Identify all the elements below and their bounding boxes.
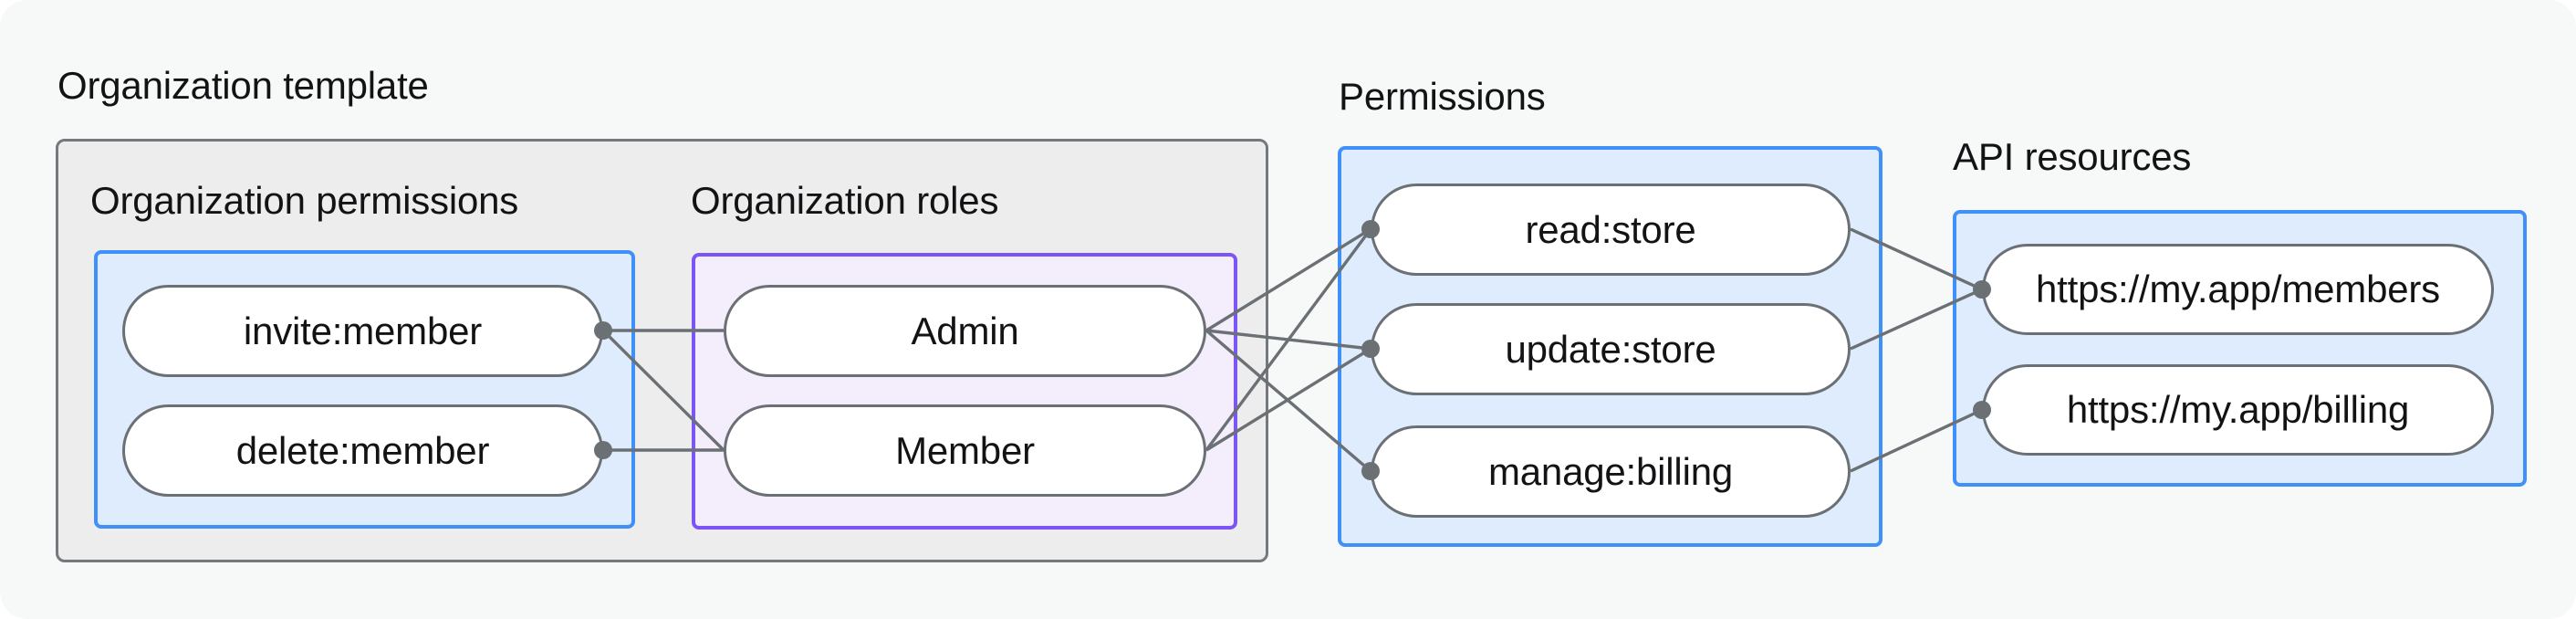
node-read-store: read:store: [1371, 184, 1851, 276]
organization-roles-title: Organization roles: [691, 179, 999, 222]
organization-permissions-title: Organization permissions: [90, 179, 519, 222]
node-api-billing: https://my.app/billing: [1982, 364, 2494, 456]
node-invite-member: invite:member: [122, 285, 603, 377]
organization-template-title: Organization template: [57, 64, 429, 107]
node-member-role: Member: [724, 404, 1206, 497]
node-update-store: update:store: [1371, 303, 1851, 395]
node-admin-role: Admin: [724, 285, 1206, 377]
node-api-members: https://my.app/members: [1982, 244, 2494, 335]
node-delete-member: delete:member: [122, 404, 603, 497]
api-resources-title: API resources: [1953, 135, 2192, 178]
node-manage-billing: manage:billing: [1371, 425, 1851, 518]
permissions-title: Permissions: [1339, 75, 1546, 118]
